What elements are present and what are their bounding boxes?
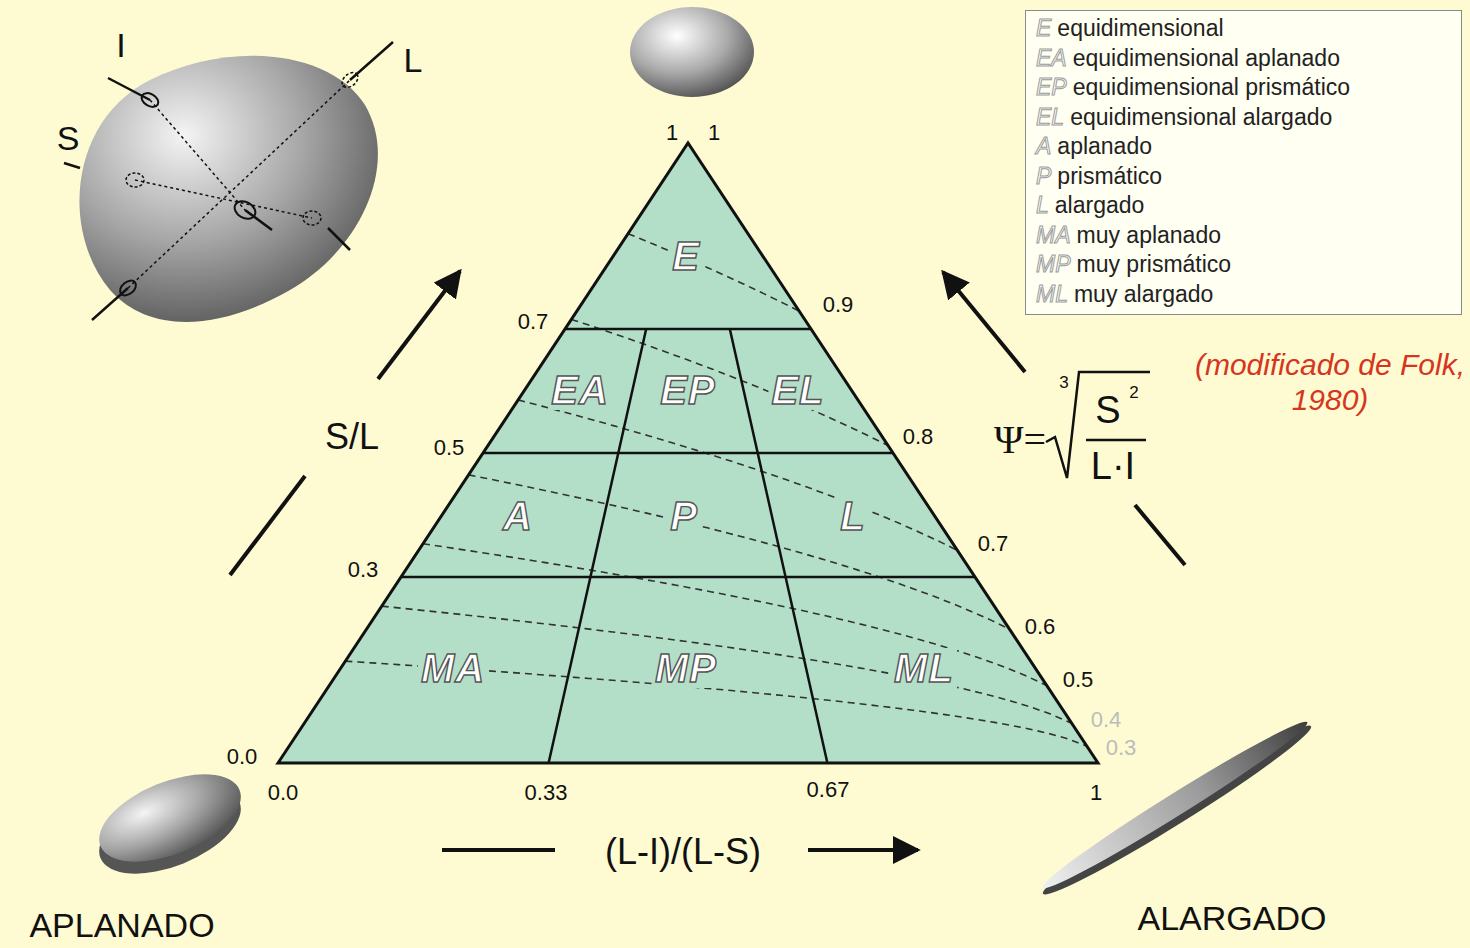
axis-tick: 0.67 xyxy=(807,779,850,801)
class-boundary xyxy=(549,329,647,763)
legend-code: P xyxy=(1036,163,1051,190)
class-code: EL xyxy=(768,370,827,410)
legend-code: MA xyxy=(1036,222,1071,249)
sphericity-value: 0.4 xyxy=(1091,709,1122,731)
legend-code: EP xyxy=(1036,74,1067,101)
legend-code: E xyxy=(1036,15,1051,42)
legend-text: muy prismático xyxy=(1077,251,1232,278)
axis-tick: 0.0 xyxy=(268,782,299,804)
ternary-diagram xyxy=(278,143,1098,763)
sphericity-value: 0.9 xyxy=(823,294,854,316)
legend-text: muy alargado xyxy=(1074,281,1213,308)
disc-figure xyxy=(87,757,253,892)
legend-text: equidimensional xyxy=(1057,15,1223,42)
legend-code: EA xyxy=(1036,45,1067,72)
legend-row: Lalargado xyxy=(1036,191,1451,221)
class-code: L xyxy=(837,496,868,536)
class-boundary xyxy=(483,452,893,455)
legend-row: Aaplanado xyxy=(1036,132,1451,162)
legend-code: EL xyxy=(1036,104,1064,131)
legend-row: MLmuy alargado xyxy=(1036,280,1451,310)
class-code: A xyxy=(500,496,536,536)
legend-text: equidimensional prismático xyxy=(1073,74,1350,101)
axis-tick: 1 xyxy=(1090,782,1102,804)
legend-text: aplanado xyxy=(1057,133,1152,160)
axis-letter: I xyxy=(116,28,125,62)
legend-text: muy aplanado xyxy=(1077,222,1222,249)
legend-box: EequidimensionalEAequidimensional aplana… xyxy=(1025,10,1462,315)
legend-row: Pprismático xyxy=(1036,162,1451,192)
legend-text: equidimensional alargado xyxy=(1070,104,1332,131)
egg-figure xyxy=(64,42,393,322)
source-note: (modificado de Folk, 1980) xyxy=(1190,348,1470,417)
legend-code: ML xyxy=(1036,281,1068,308)
class-code: ML xyxy=(891,648,957,688)
class-code: MA xyxy=(418,648,488,688)
triangle-fill xyxy=(278,143,1098,763)
legend-row: Eequidimensional xyxy=(1036,14,1451,44)
sphericity-isoline xyxy=(469,475,1010,629)
class-code: P xyxy=(667,496,701,536)
apex-value: 1 xyxy=(708,122,720,144)
sphericity-value: 0.7 xyxy=(978,533,1009,555)
legend-row: MPmuy prismático xyxy=(1036,250,1451,280)
formula-part: 3 xyxy=(1059,374,1068,391)
triangle-outline xyxy=(278,143,1098,763)
axis-tick: 0.7 xyxy=(518,311,549,333)
class-code: EA xyxy=(548,370,612,410)
class-code: EP xyxy=(657,370,718,410)
sphericity-isoline xyxy=(571,319,888,445)
legend-text: equidimensional aplanado xyxy=(1073,45,1340,72)
class-code: MP xyxy=(652,648,720,688)
sphericity-value: 0.6 xyxy=(1025,616,1056,638)
axis-tick: 0.33 xyxy=(525,782,568,804)
legend-row: MAmuy aplanado xyxy=(1036,221,1451,251)
formula-part: Ψ= xyxy=(994,420,1046,460)
axis-tick: 0.5 xyxy=(434,437,465,459)
axis-title: S/L xyxy=(325,419,379,455)
legend-row: ELequidimensional alargado xyxy=(1036,103,1451,133)
sphere-figure xyxy=(630,7,754,97)
sphericity-value: 0.8 xyxy=(903,426,934,448)
apex-value: 1 xyxy=(666,122,678,144)
end-member-name: APLANADO xyxy=(29,908,214,942)
class-boundary xyxy=(730,329,828,763)
axis-title: (L-I)/(L-S) xyxy=(605,834,761,870)
formula-part: S xyxy=(1095,391,1120,429)
axis-tick: 0.0 xyxy=(227,746,258,768)
legend-row: EAequidimensional aplanado xyxy=(1036,44,1451,74)
sphericity-isoline xyxy=(382,606,1072,723)
end-member-name: ALARGADO xyxy=(1138,901,1327,935)
legend-code: MP xyxy=(1036,251,1071,278)
legend-code: L xyxy=(1036,192,1049,219)
sphericity-value: 0.5 xyxy=(1063,669,1094,691)
legend-row: EPequidimensional prismático xyxy=(1036,73,1451,103)
class-boundary xyxy=(401,576,975,579)
class-boundary xyxy=(565,328,811,331)
axis-letter: S xyxy=(57,121,80,155)
sphericity-isoline xyxy=(518,400,957,550)
axis-letter: L xyxy=(404,43,423,77)
legend-text: alargado xyxy=(1055,192,1145,219)
legend-text: prismático xyxy=(1057,163,1162,190)
sphericity-value: 0.3 xyxy=(1106,737,1137,759)
legend-code: A xyxy=(1036,133,1051,160)
formula-part: 2 xyxy=(1129,384,1138,401)
class-code: E xyxy=(669,236,703,276)
axis-tick: 0.3 xyxy=(348,559,379,581)
formula-part: L·I xyxy=(1091,447,1135,485)
